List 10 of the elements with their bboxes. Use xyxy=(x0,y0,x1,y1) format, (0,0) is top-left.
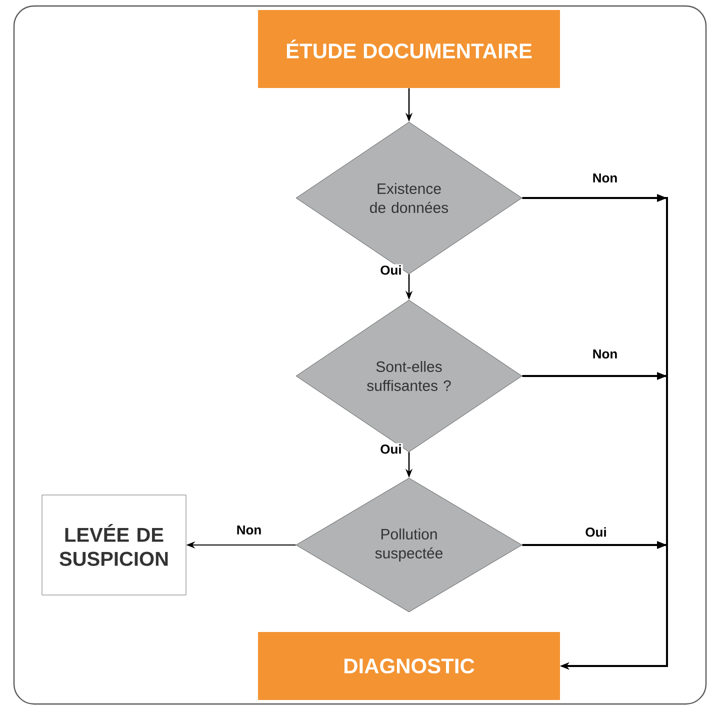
edge-label: Non xyxy=(591,172,619,184)
title-box: DIAGNOSTIC xyxy=(258,632,560,700)
edge-label: Oui xyxy=(379,443,403,455)
edge-label: Non xyxy=(591,348,619,360)
arrow xyxy=(522,541,668,670)
end-box: LEVÉE DE SUSPICION xyxy=(42,494,186,596)
edge-label: Non xyxy=(235,524,263,536)
title-box: ÉTUDE DOCUMENTAIRE xyxy=(258,10,560,88)
edge-label: Oui xyxy=(584,526,608,538)
edge-label: Oui xyxy=(379,264,403,276)
